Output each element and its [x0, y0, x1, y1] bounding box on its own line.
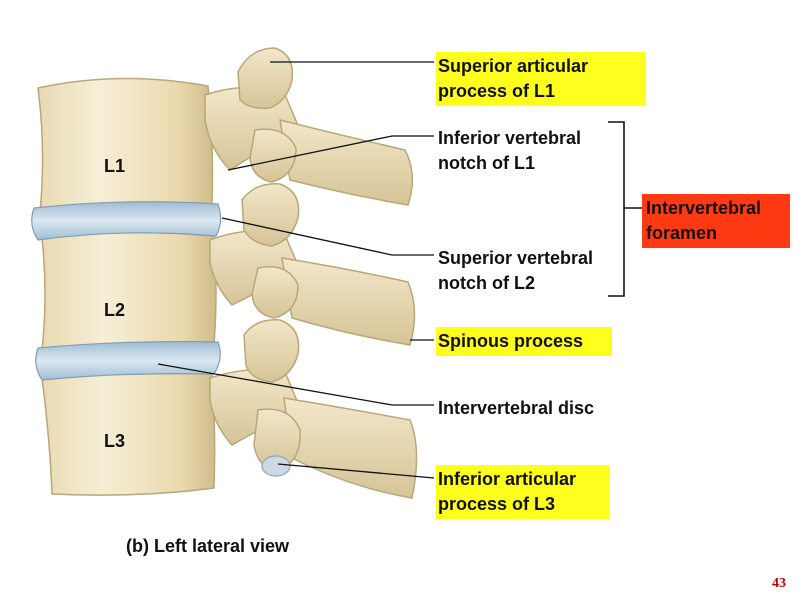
disc-l2-l3 [35, 341, 221, 381]
superior-articular-process-l3 [243, 319, 300, 383]
foramen-bracket [608, 121, 644, 297]
callout-intervertebral-foramen: Intervertebral foramen [642, 194, 790, 248]
slide-number: 43 [772, 576, 786, 591]
inferior-articular-process-l2 [251, 266, 299, 319]
vertebral-body-l3 [41, 372, 216, 496]
intervertebral-discs [31, 201, 222, 381]
vertebral-body-l1 [37, 77, 214, 213]
label-l1: L1 [104, 156, 126, 176]
disc-l1-l2 [31, 201, 222, 241]
inferior-articular-process-l1 [249, 128, 297, 183]
spinous-process-l1 [279, 118, 414, 206]
leader-superior-notch-l2 [221, 217, 434, 256]
label-l2: L2 [104, 300, 126, 320]
vertebral-bodies [37, 77, 217, 496]
callout-superior-articular-l1: Superior articular process of L1 [436, 52, 646, 106]
leader-inferior-articular-l3 [277, 463, 435, 479]
callout-superior-notch-l2: Superior vertebral notch of L2 [438, 248, 594, 293]
spinous-process-l3 [283, 397, 418, 499]
leader-intervertebral-disc [157, 363, 434, 406]
spinous-process-l2 [281, 257, 416, 346]
figure-caption: (b) Left lateral view [126, 536, 290, 556]
callout-spinous-process: Spinous process [436, 327, 612, 356]
callout-intervertebral-disc: Intervertebral disc [438, 398, 595, 418]
vertebral-body-l2 [41, 231, 217, 351]
callout-inferior-notch-l1: Inferior vertebral notch of L1 [438, 128, 582, 173]
posterior-elements [204, 47, 418, 499]
superior-articular-process-l1 [237, 47, 294, 110]
articular-facet-l3 [261, 455, 291, 477]
leader-inferior-notch-l1 [227, 135, 434, 171]
superior-articular-process-l2 [241, 183, 300, 247]
leader-lines [157, 61, 435, 479]
inferior-articular-process-l3 [253, 408, 301, 471]
label-l3: L3 [104, 431, 126, 451]
callout-inferior-articular-l3: Inferior articular process of L3 [436, 465, 610, 519]
